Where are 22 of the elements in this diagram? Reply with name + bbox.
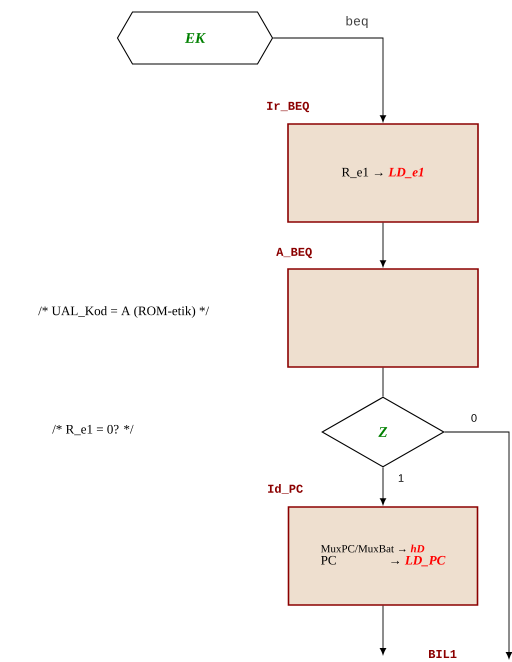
- state-label: Ir_BEQ: [267, 102, 310, 112]
- process-box: MuxPC/MuxBat → hD PC → LD_PC: [288, 506, 478, 606]
- state-label: Id_PC: [268, 484, 303, 494]
- state-label: A_BEQ: [276, 248, 312, 258]
- arrow: [380, 467, 386, 506]
- state-label: BIL1: [429, 650, 456, 658]
- edge-label: 0: [470, 413, 478, 423]
- comment-text: /* UAL_Kod = A (ROM-etik) */: [38, 306, 210, 318]
- process-box: R_e1 → LD_e1: [287, 123, 479, 223]
- hexagon-terminal: EK: [116, 11, 274, 65]
- node-label: →: [391, 560, 400, 564]
- node-label: MuxPC/MuxBat →: [320, 545, 406, 552]
- arrow: [444, 432, 512, 659]
- edge-label: 1: [396, 473, 406, 483]
- edge-label: beq: [344, 14, 370, 30]
- comment-text: /* R_e1 = 0? */: [52, 424, 134, 436]
- node-label: PC: [321, 556, 336, 565]
- arrow: [380, 222, 386, 268]
- arrow: [272, 38, 386, 122]
- node-label: hD: [410, 544, 424, 552]
- node-label: LD_PC: [404, 556, 446, 566]
- arrow: [380, 605, 386, 655]
